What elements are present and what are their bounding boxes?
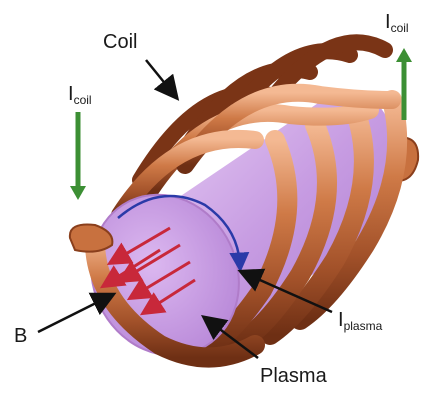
coil-pointer xyxy=(145,59,180,101)
coil-current-arrows xyxy=(70,48,412,200)
i-plasma-pointer xyxy=(237,268,333,314)
b-field-arrow xyxy=(116,243,181,284)
i-plasma-label: Iplasma xyxy=(338,309,383,333)
coil-left-lead xyxy=(68,223,114,253)
b-pointer xyxy=(37,292,117,334)
coil-front-ring xyxy=(68,223,265,368)
arrow-down-icon xyxy=(70,186,86,200)
magnetic-field-arrows xyxy=(99,226,196,316)
i-coil-left-label: Icoil xyxy=(68,83,92,107)
b-label: B xyxy=(14,325,27,347)
arrow-up-icon xyxy=(396,48,412,62)
i-coil-right-label: Icoil xyxy=(385,11,409,35)
b-field-arrow xyxy=(106,226,171,266)
plasma-current-loop xyxy=(117,194,250,273)
pointer-lines xyxy=(37,59,333,359)
b-field-arrow xyxy=(99,248,161,289)
plasma-label: Plasma xyxy=(260,365,328,387)
coil-label: Coil xyxy=(103,31,137,53)
b-field-arrow xyxy=(126,260,191,301)
plasma-pointer xyxy=(201,314,259,359)
b-field-arrow xyxy=(139,278,196,316)
